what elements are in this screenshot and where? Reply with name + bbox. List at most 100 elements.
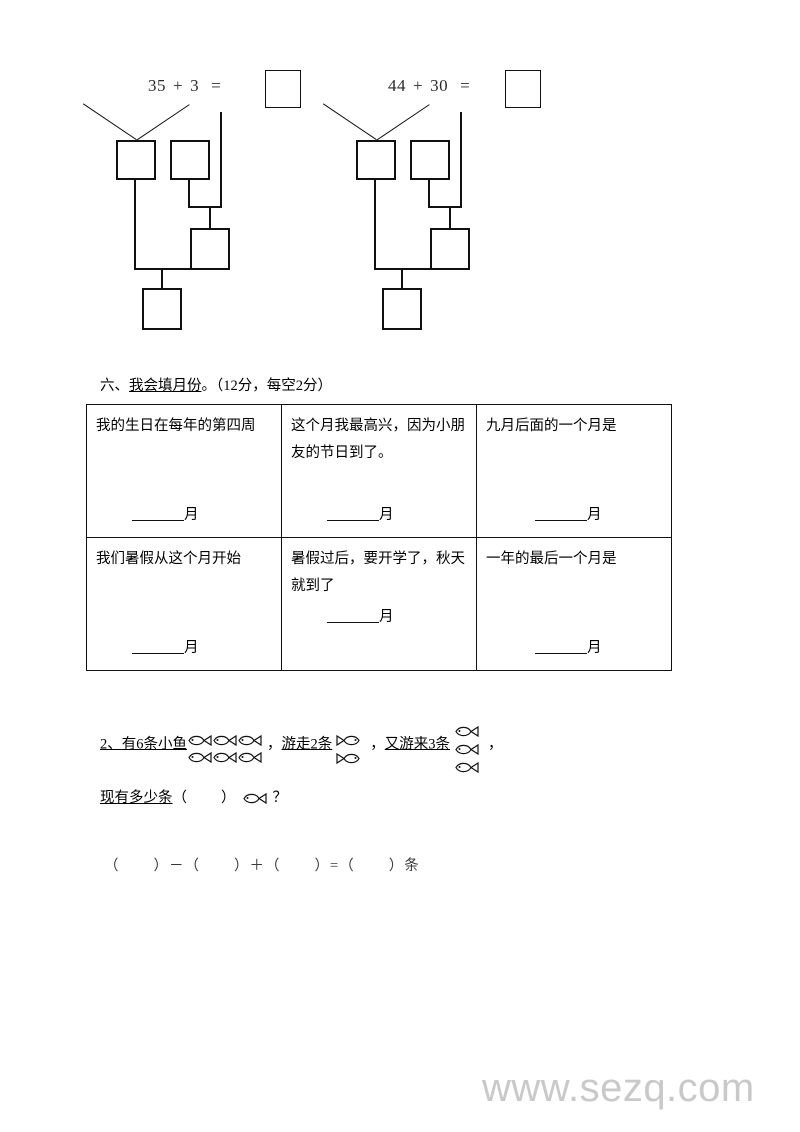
decomp-box-1d[interactable] bbox=[142, 288, 182, 330]
connector-1a-down bbox=[134, 180, 136, 270]
blank-underline[interactable] bbox=[535, 507, 587, 522]
blank-underline[interactable] bbox=[132, 507, 184, 522]
fish-row bbox=[187, 729, 265, 748]
expression-1: 35+3= bbox=[148, 76, 221, 96]
blank-underline[interactable] bbox=[327, 507, 379, 522]
fish-icon bbox=[454, 760, 479, 775]
connector-2a-down bbox=[374, 180, 376, 270]
month-cell-text: 这个月我最高兴，因为小朋友的节日到了。 bbox=[291, 418, 465, 461]
fish-icon bbox=[237, 750, 262, 765]
paren-2-close: ） bbox=[234, 858, 250, 874]
paren-4-close: ） bbox=[388, 858, 405, 874]
paren-3-open: （ bbox=[265, 858, 281, 874]
fish-group-six bbox=[187, 729, 265, 765]
problem-part-1: 有6条小鱼 bbox=[121, 736, 187, 753]
fish-icon bbox=[237, 733, 262, 748]
problem-part-2: 游走2条 bbox=[281, 736, 333, 753]
month-answer-blank[interactable]: 月 bbox=[132, 502, 199, 529]
unit-label: 月 bbox=[184, 507, 199, 524]
month-cell-4[interactable]: 我们暑假从这个月开始 月 bbox=[86, 537, 282, 671]
month-cell-5[interactable]: 暑假过后，要开学了，秋天就到了 月 bbox=[281, 537, 477, 671]
fish-row bbox=[454, 738, 484, 756]
fish-problem-question: 现有多少条（ ） ？ bbox=[100, 786, 287, 807]
calculation-group-1: 35+3= bbox=[82, 0, 420, 350]
decomp-box-1c[interactable] bbox=[190, 228, 230, 270]
connector-2b-across bbox=[428, 206, 462, 208]
fish-icon bbox=[212, 750, 237, 765]
fish-row bbox=[336, 729, 366, 747]
table-row: 我们暑假从这个月开始 月 暑假过后，要开学了，秋天就到了 月 一年的最后一个月是… bbox=[86, 537, 672, 671]
fish-icon bbox=[336, 751, 361, 766]
connector-mid-down-1 bbox=[209, 268, 211, 270]
table-row: 我的生日在每年的第四周 月 这个月我最高兴，因为小朋友的节日到了。 月 九月后面… bbox=[86, 404, 672, 538]
operator-plus: ＋ bbox=[249, 858, 265, 874]
month-cell-3[interactable]: 九月后面的一个月是 月 bbox=[476, 404, 672, 538]
month-cell-1[interactable]: 我的生日在每年的第四周 月 bbox=[86, 404, 282, 538]
comma-1: ， bbox=[267, 736, 282, 753]
decomp-box-2b[interactable] bbox=[410, 140, 450, 180]
fish-icon bbox=[212, 733, 237, 748]
operand-right: 30 bbox=[430, 76, 449, 95]
connector-bottom-across-1 bbox=[134, 268, 210, 270]
connector-2b-down bbox=[428, 180, 430, 208]
operator-minus: － bbox=[169, 858, 185, 874]
blank-underline[interactable] bbox=[327, 609, 379, 623]
fish-group-three bbox=[454, 720, 484, 774]
month-answer-blank[interactable]: 月 bbox=[132, 635, 199, 662]
problem-number: 2、 bbox=[100, 736, 122, 753]
connector-eq-vertical-1 bbox=[220, 112, 222, 208]
month-cell-6[interactable]: 一年的最后一个月是 月 bbox=[476, 537, 672, 671]
operator: + bbox=[413, 76, 424, 95]
operand-left: 44 bbox=[388, 76, 406, 95]
month-answer-blank[interactable]: 月 bbox=[327, 502, 394, 529]
question-mark: ？ bbox=[272, 790, 288, 806]
paren-4-open: （ bbox=[339, 858, 355, 874]
equals-sign: = bbox=[460, 76, 471, 95]
section-six-heading: 六、我会填月份。（12分，每空2分） bbox=[100, 374, 332, 395]
fish-problem-equation: （）－（）＋（）=（）条 bbox=[104, 854, 420, 875]
month-cell-text: 我们暑假从这个月开始 bbox=[96, 551, 241, 567]
month-cell-2[interactable]: 这个月我最高兴，因为小朋友的节日到了。 月 bbox=[281, 404, 477, 538]
month-answer-blank[interactable]: 月 bbox=[535, 635, 602, 662]
paren-3-close: ） bbox=[314, 858, 330, 874]
month-fill-table: 我的生日在每年的第四周 月 这个月我最高兴，因为小朋友的节日到了。 月 九月后面… bbox=[86, 404, 672, 671]
unit-label: 月 bbox=[587, 640, 602, 657]
month-answer-blank[interactable]: 月 bbox=[327, 604, 467, 631]
paren-close: ） bbox=[221, 790, 236, 806]
fish-row bbox=[336, 747, 366, 765]
blank-underline[interactable] bbox=[535, 640, 587, 655]
decomp-box-2a[interactable] bbox=[356, 140, 396, 180]
decomp-box-2c[interactable] bbox=[430, 228, 470, 270]
paren-open: （ bbox=[172, 790, 188, 806]
equals-sign: = bbox=[330, 858, 340, 874]
question-text: 现有多少条 bbox=[100, 790, 173, 806]
decomp-box-2d[interactable] bbox=[382, 288, 422, 330]
connector-result-stub-1 bbox=[161, 268, 163, 290]
connector-1b-across bbox=[188, 206, 222, 208]
blank-underline[interactable] bbox=[132, 640, 184, 655]
connector-eq-vertical-2 bbox=[460, 112, 462, 208]
fish-row bbox=[454, 756, 484, 774]
operator: + bbox=[173, 76, 184, 95]
answer-box-1[interactable] bbox=[265, 70, 301, 108]
decomp-box-1a[interactable] bbox=[116, 140, 156, 180]
branch-right-1 bbox=[136, 104, 190, 141]
answer-box-2[interactable] bbox=[505, 70, 541, 108]
unit-label: 月 bbox=[379, 608, 394, 625]
connector-bottom-across-2 bbox=[374, 268, 450, 270]
paren-1-close: ） bbox=[153, 858, 169, 874]
fish-problem-statement: 2、有6条小鱼 ，游走2条 ，又游来3条 ， bbox=[100, 718, 720, 774]
section-points: 。（12分，每空2分） bbox=[201, 378, 333, 394]
fish-icon bbox=[336, 733, 361, 748]
connector-mid-down-2 bbox=[449, 268, 451, 270]
connector-result-stub-2 bbox=[401, 268, 403, 290]
branch-right-2 bbox=[376, 104, 430, 141]
connector-1b-down bbox=[188, 180, 190, 208]
operand-left: 35 bbox=[148, 76, 166, 95]
decomp-box-1b[interactable] bbox=[170, 140, 210, 180]
section-number: 六、 bbox=[100, 378, 129, 394]
month-cell-text: 我的生日在每年的第四周 bbox=[96, 418, 256, 434]
fish-row bbox=[454, 720, 484, 738]
month-answer-blank[interactable]: 月 bbox=[535, 502, 602, 529]
